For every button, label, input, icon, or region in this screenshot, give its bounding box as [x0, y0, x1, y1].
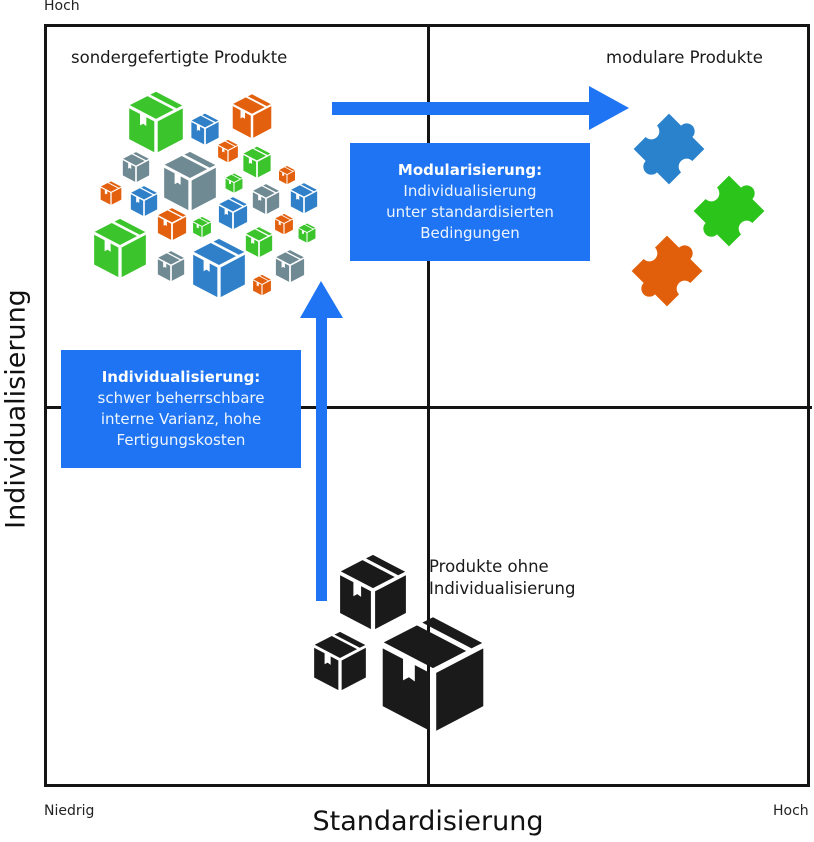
box-icon-green [193, 216, 211, 238]
vertical-divider [427, 24, 430, 787]
arrow-up [300, 281, 343, 601]
box-icon-blue [130, 186, 158, 216]
puzzle-pieces-icon [631, 113, 765, 307]
box-icon-blue [290, 183, 318, 213]
arrow-right [332, 86, 629, 130]
puzzle-piece-icon [693, 175, 765, 247]
quadrant-label-custom-products: sondergefertigte Produkte [71, 48, 288, 67]
box-icon-orange [232, 94, 272, 138]
box-icon-blue [191, 113, 219, 145]
arrow-right-shaft [332, 102, 592, 115]
info-box-title: Individualisierung: [101, 368, 261, 386]
box-icon-black [382, 617, 484, 731]
box-icon-orange [157, 208, 187, 240]
box-icon-black [314, 631, 366, 691]
box-icon-gray [252, 184, 280, 214]
box-icon-gray [164, 151, 216, 211]
x-axis-high-label: Hoch [773, 803, 809, 819]
arrow-up-shaft [316, 316, 327, 601]
x-axis-low-label: Niedrig [44, 803, 95, 819]
y-axis-high-label: Hoch [44, 0, 80, 14]
individualisierung-info-box: Individualisierung: schwer beherrschbare… [61, 350, 301, 468]
box-icon-green [298, 223, 316, 243]
info-box-line: Individualisierung [403, 182, 537, 200]
puzzle-piece-icon [631, 235, 703, 307]
info-box-title: Modularisierung: [397, 161, 543, 179]
info-box-line: unter standardisierten [386, 203, 554, 221]
box-icon-gray [122, 152, 150, 182]
box-icon-orange [218, 139, 238, 163]
quadrant-label-line: Individualisierung [429, 579, 576, 598]
box-icon-orange [279, 165, 295, 185]
arrow-up-head [300, 281, 343, 318]
colored-box-cluster-icon [94, 91, 318, 298]
box-icon-orange [275, 213, 293, 235]
arrow-right-head [589, 86, 629, 130]
box-icon-blue [193, 238, 245, 298]
quadrant-label-standard-products: Produkte ohne Individualisierung [429, 556, 575, 600]
box-icon-orange [253, 274, 271, 296]
box-icon-gray [157, 251, 185, 281]
info-box-line: schwer beherrschbare [97, 389, 265, 407]
black-boxes-icon [314, 554, 484, 731]
modularisierung-info-box: Modularisierung: Individualisierung unte… [350, 143, 590, 261]
x-axis-title: Standardisierung [312, 806, 544, 837]
puzzle-piece-icon [633, 113, 705, 185]
quadrant-label-modular-products: modulare Produkte [606, 48, 763, 67]
box-icon-green [245, 227, 273, 257]
horizontal-divider [44, 406, 812, 409]
info-box-line: Fertigungskosten [116, 431, 246, 449]
info-box-line: Bedingungen [420, 224, 520, 242]
quadrant-label-line: Produkte ohne [429, 557, 549, 576]
box-icon-green [129, 91, 183, 153]
box-icon-gray [275, 250, 305, 282]
box-icon-green [243, 146, 271, 178]
box-icon-blue [218, 197, 248, 229]
box-icon-orange [100, 181, 122, 205]
box-icon-green [94, 218, 146, 278]
box-icon-black [340, 554, 406, 630]
box-icon-green [225, 173, 243, 193]
info-box-line: interne Varianz, hohe [100, 410, 262, 428]
